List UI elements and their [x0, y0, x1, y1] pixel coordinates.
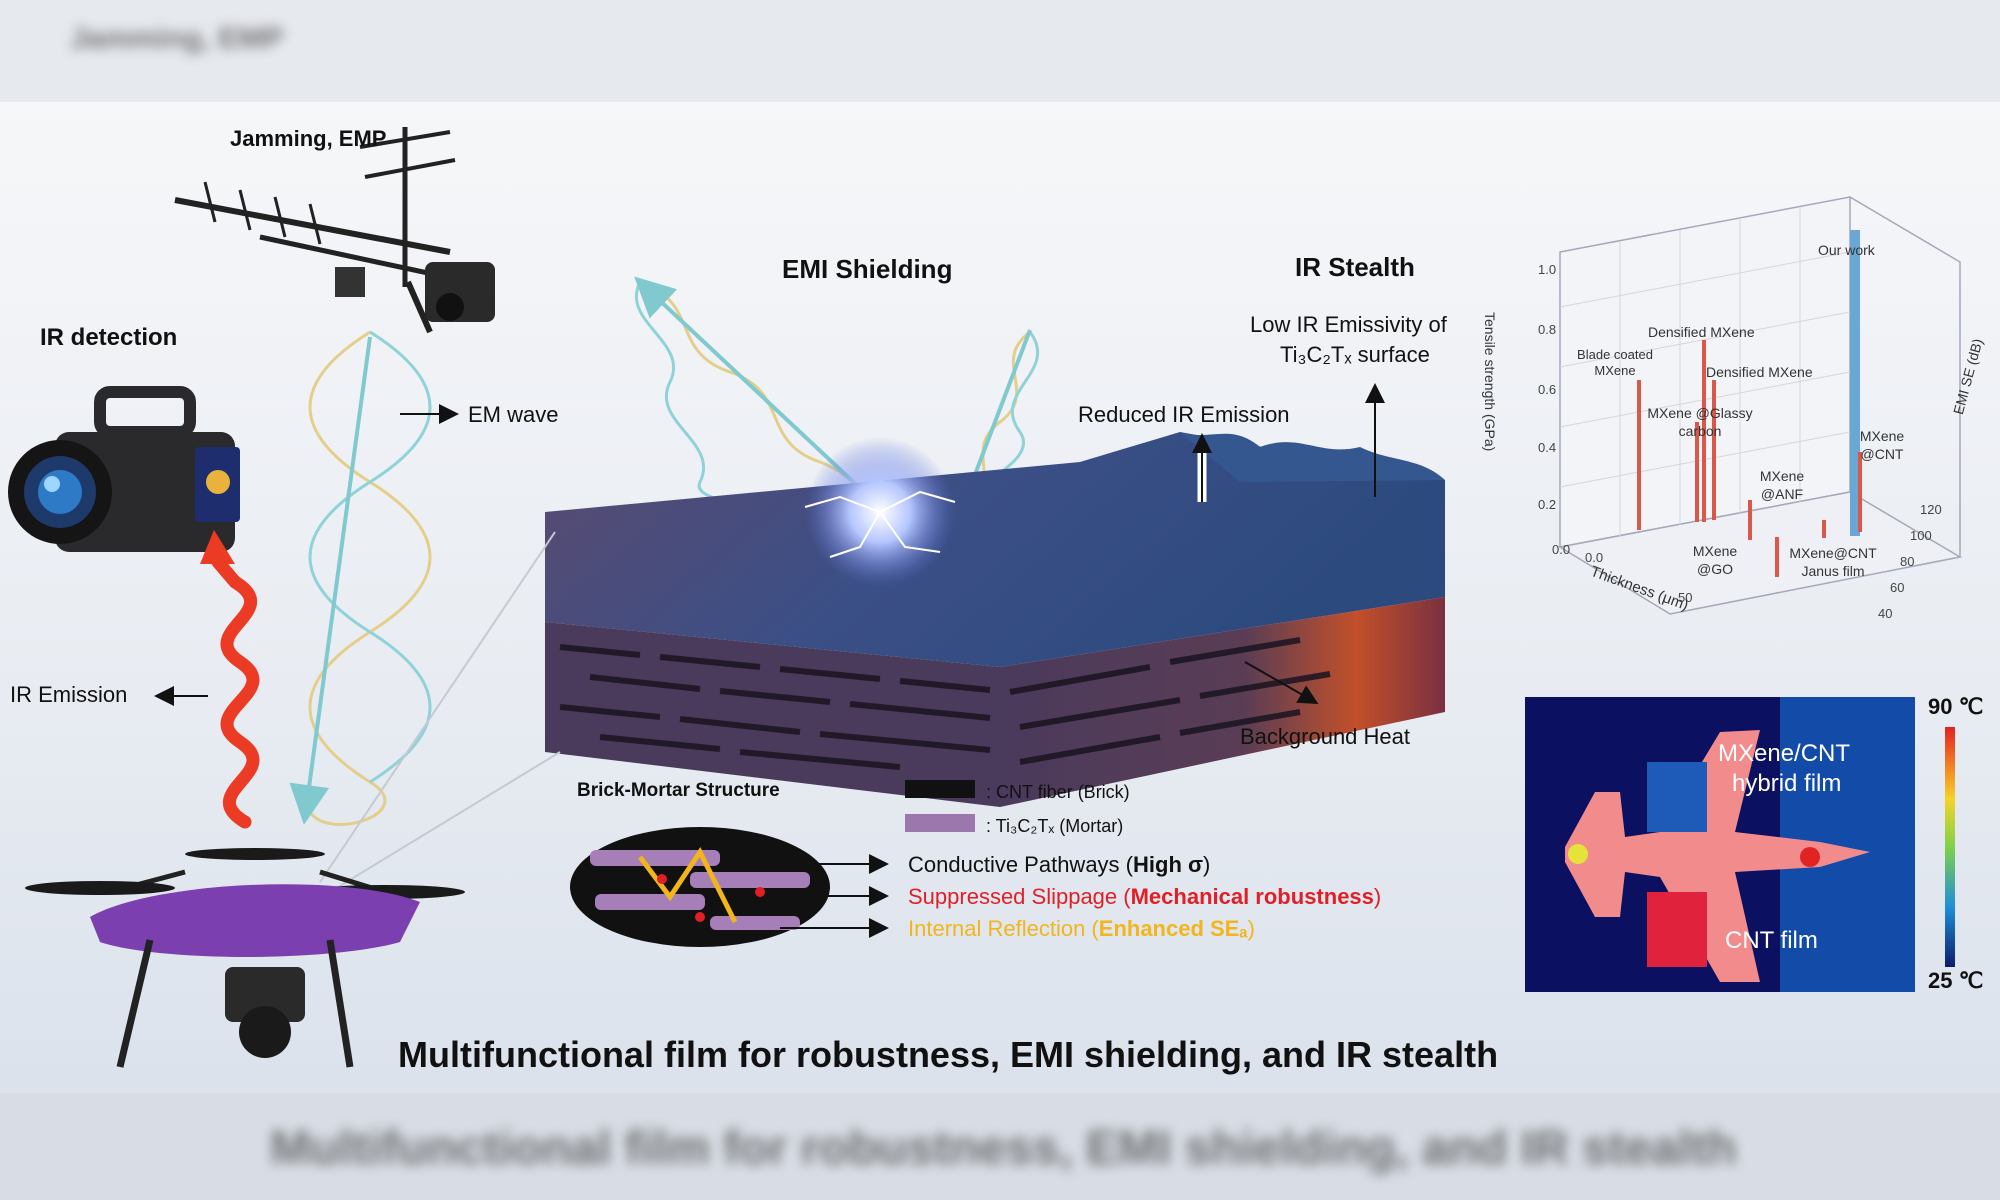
bar-janus: [1822, 520, 1826, 538]
y-tick-0: 120: [1920, 502, 1942, 517]
bar-blade-coated: [1637, 380, 1641, 530]
y-tick-2: 80: [1900, 554, 1915, 569]
bar-mxene-go: [1775, 537, 1779, 577]
bar-mxene-anf: [1748, 500, 1752, 540]
diagram-panel: Jamming, EMP IR detection EM wave IR Emi…: [0, 102, 2000, 1093]
film-block: [545, 432, 1445, 807]
x-tick-1: 50: [1678, 590, 1693, 605]
bar-label-mxene-go: MXene @GO: [1692, 543, 1738, 577]
bar-label-janus: MXene@CNT Janus film: [1789, 545, 1877, 579]
y-tick-3: 60: [1890, 580, 1905, 595]
label-reduced-ir: Reduced IR Emission: [1078, 402, 1290, 427]
label-low-ir-1: Low IR Emissivity of: [1250, 312, 1447, 337]
blurred-top-band: Jamming, EMP: [0, 0, 2000, 102]
diagram-illustration: [8, 127, 1963, 1068]
z-tick-2: 0.6: [1538, 382, 1557, 397]
blurred-bottom-band: Multifunctional film for robustness, EMI…: [0, 1093, 2000, 1200]
bar-densified-mxene-2: [1712, 380, 1716, 520]
ir-camera-icon: [8, 386, 240, 552]
x-tick-0: 0.0: [1585, 550, 1604, 565]
label-ir-emission: IR Emission: [10, 682, 128, 707]
bar-label-mxene-anf: MXene @ANF: [1759, 468, 1805, 502]
y-tick-1: 100: [1910, 528, 1932, 543]
bar-densified-mxene-1: [1702, 340, 1706, 522]
scale-min-label: 25 ℃: [1928, 968, 1984, 993]
bar-label-glassy-carbon: MXene @Glassy carbon: [1647, 405, 1753, 439]
bar-glassy-carbon: [1695, 422, 1699, 522]
z-tick-3: 0.4: [1538, 440, 1557, 455]
label-low-ir-2: Ti₃C₂Tₓ surface: [1280, 342, 1430, 367]
label-internal: Internal Reflection (Enhanced SEₐ): [908, 916, 1255, 941]
legend-swatch-ti: [905, 814, 975, 832]
thermal-label-hybrid-2: hybrid film: [1732, 770, 1842, 797]
z-tick-1: 0.8: [1538, 322, 1557, 337]
legend-swatch-cnt: [905, 780, 975, 798]
bar-label-blade-coated: Blade coated MXene: [1577, 347, 1653, 378]
label-ir-detection: IR detection: [40, 324, 178, 351]
thermal-label-hybrid-1: MXene/CNT: [1718, 740, 1851, 767]
z-tick-0: 1.0: [1538, 262, 1557, 277]
main-title: Multifunctional film for robustness, EMI…: [398, 1034, 1499, 1075]
z-tick-5: 0.0: [1552, 542, 1571, 557]
bar-mxene-cnt: [1858, 452, 1862, 532]
drone-icon: [25, 848, 465, 1068]
blurred-footer-title: Multifunctional film for robustness, EMI…: [270, 1122, 1737, 1175]
bar-label-our-work: Our work: [1818, 242, 1875, 258]
chart3d-z-label: Tensile strength (GPa): [1482, 312, 1498, 452]
y-tick-4: 40: [1878, 606, 1893, 621]
label-ir-stealth: IR Stealth: [1295, 252, 1415, 282]
label-brick-mortar: Brick-Mortar Structure: [577, 780, 780, 801]
thermal-label-cnt: CNT film: [1725, 927, 1818, 954]
bar-our-work: [1850, 230, 1860, 536]
label-em-wave: EM wave: [468, 402, 559, 427]
bar-label-densified-1: Densified MXene: [1648, 324, 1755, 340]
label-background-heat: Background Heat: [1240, 724, 1410, 749]
scale-max-label: 90 ℃: [1928, 694, 1984, 719]
antenna-icon: [174, 127, 495, 334]
z-tick-4: 0.2: [1538, 497, 1557, 512]
bar-label-densified-2: Densified MXene: [1706, 364, 1813, 380]
thermal-image: [1525, 697, 1955, 992]
label-suppressed: Suppressed Slippage (Mechanical robustne…: [908, 884, 1382, 909]
chart3d-bars: [1637, 230, 1862, 577]
label-emi-shielding: EMI Shielding: [782, 254, 953, 284]
legend-ti-text: : Ti₃C₂Tₓ (Mortar): [986, 816, 1124, 836]
label-conductive: Conductive Pathways (High σ): [908, 852, 1211, 877]
label-jamming: Jamming, EMP: [230, 126, 387, 151]
legend-cnt-text: : CNT fiber (Brick): [986, 782, 1130, 802]
blurred-header-label: Jamming, EMP: [70, 22, 284, 55]
brick-mortar-inset: [570, 827, 889, 947]
ir-emission-wave: [211, 555, 260, 829]
bar-label-mxene-cnt: MXene @CNT: [1859, 428, 1905, 462]
em-wave-helix: [289, 330, 432, 826]
